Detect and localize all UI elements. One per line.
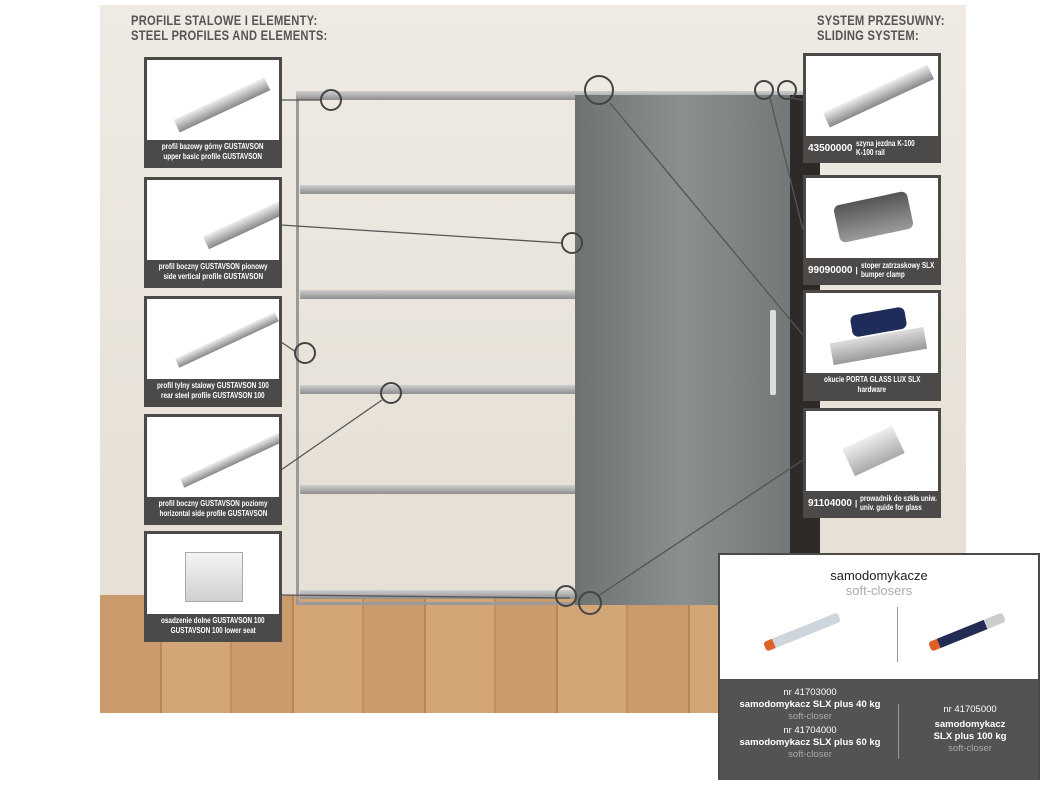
closer-100-en: soft-closer [948,743,992,754]
bumper-clamp-image [806,178,938,258]
upper-profile-image [147,60,279,140]
caption-pl: profil tylny stalowy GUSTAVSON 100 [157,381,269,390]
caption-en: univ. guide for glass [860,503,922,512]
product-code: 99090000 [808,264,853,276]
caption-pl: prowadnik do szkła uniw. [860,494,938,503]
bottom-profile [300,590,578,599]
right-heading-en: SLIDING SYSTEM: [817,27,919,43]
caption-pl: okucie PORTA GLASS LUX SLX [823,375,921,384]
caption-en: horizontal side profile GUSTAVSON [159,509,267,518]
product-card: 91104000|prowadnik do szkła uniw.univ. g… [803,408,941,518]
crossbar [300,385,578,394]
caption-en: bumper clamp [860,270,905,279]
caption-en: GUSTAVSON 100 lower seat [170,626,256,635]
hardware-image [806,293,938,373]
product-code: 43500000 [808,142,853,154]
closer-40-en: soft-closer [788,711,832,722]
caption-en: side vertical profile GUSTAVSON [163,272,263,281]
soft-closer-40-60-image [763,612,841,652]
closer-100-nr: nr 41705000 [943,704,997,715]
caption-pl: stoper zatrzaskowy SLX [860,261,935,270]
caption-pl: osadzenie dolne GUSTAVSON 100 [161,616,265,625]
side-vertical-profile-image [147,180,279,260]
caption-en: upper basic profile GUSTAVSON [163,152,263,161]
crossbar [300,485,578,494]
product-code: 91104000 [808,497,852,509]
left-heading: PROFILE STALOWE I ELEMENTY: STEEL PROFIL… [131,13,328,43]
closer-40-name: samodomykacz SLX plus 40 kg [739,699,881,710]
soft-closers-subtitle: soft-closers [845,583,913,598]
divider [897,607,898,662]
closer-60-name: samodomykacz SLX plus 60 kg [739,737,881,748]
rear-profile-image [147,299,279,379]
left-heading-en: STEEL PROFILES AND ELEMENTS: [131,27,328,43]
caption-pl: profil boczny GUSTAVSON poziomy [158,499,268,508]
right-heading-pl: SYSTEM PRZESUWNY: [817,12,945,28]
closer-100-name-2: SLX plus 100 kg [933,731,1007,742]
caption-pl: profil boczny GUSTAVSON pionowy [158,262,268,271]
left-heading-pl: PROFILE STALOWE I ELEMENTY: [131,12,318,28]
closer-40-nr: nr 41703000 [783,687,837,698]
crossbar [300,290,578,299]
divider [898,704,899,759]
caption-en: hardware [857,385,887,394]
soft-closers-panel: samodomykacze soft-closers nr 41703000 s… [718,553,1040,780]
rail-image [806,56,938,136]
lower-seat-image [147,534,279,614]
horizontal-profile-image [147,417,279,497]
caption-pl: profil bazowy górny GUSTAVSON [162,142,264,151]
closer-60-nr: nr 41704000 [783,725,837,736]
caption-en: rear steel profile GUSTAVSON 100 [161,391,265,400]
glass-door [575,95,790,605]
soft-closers-title: samodomykacze [830,568,928,583]
separator: | [855,265,858,275]
separator: | [854,498,858,508]
closer-60-en: soft-closer [788,749,832,760]
soft-closer-100-image [928,612,1006,652]
caption-en: K-100 rail [855,148,885,157]
closer-100-name: samodomykacz [934,719,1006,730]
door-handle [770,310,776,395]
glass-guide-image [806,411,938,491]
right-heading: SYSTEM PRZESUWNY: SLIDING SYSTEM: [817,13,945,43]
caption-pl: szyna jezdna K-100 [855,139,915,148]
crossbar [300,185,578,194]
